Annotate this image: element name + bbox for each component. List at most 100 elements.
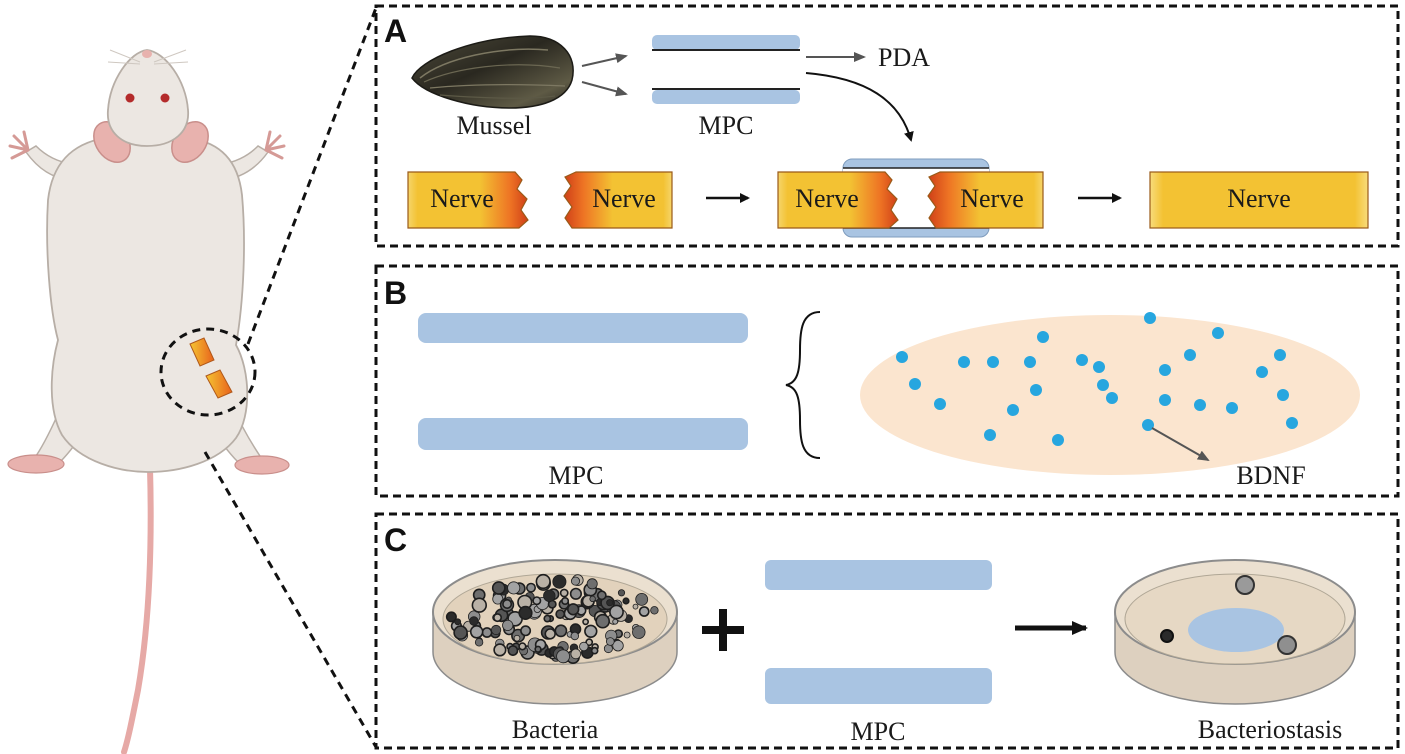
mpc-label-a: MPC [699, 111, 754, 140]
bdnf-particle [1052, 434, 1064, 446]
bacteria-colony [559, 588, 569, 598]
bacteria-colony [491, 581, 506, 595]
bacteria-colony [469, 624, 484, 639]
bacteria-colony [493, 643, 507, 657]
bdnf-particle [1106, 392, 1118, 404]
bacteria-label: Bacteria [512, 715, 599, 744]
bacteria-colony [1160, 629, 1174, 643]
bacteria-colony [474, 638, 484, 647]
bacteria-colony [518, 642, 527, 651]
panel-c: C Bacteria MPC Bacteriostasis [374, 512, 1400, 750]
nerve-label: Nerve [795, 184, 859, 213]
bacteria-colony [596, 590, 607, 601]
bacteria-colony [623, 631, 631, 639]
bacteria-colony [481, 627, 493, 638]
bdnf-particles [896, 312, 1298, 446]
bdnf-particle [1256, 366, 1268, 378]
zoom-circle [159, 327, 257, 417]
bacteria-colony [561, 596, 570, 605]
bacteria-colony [603, 644, 613, 654]
bdnf-pointer-arrow [1151, 427, 1210, 461]
bacteria-colony [617, 589, 626, 597]
bdnf-particle [1159, 394, 1171, 406]
bacteria-colony [532, 596, 542, 606]
rat-body [46, 137, 249, 473]
bacteria-colony [605, 637, 615, 646]
bdnf-particle [1184, 349, 1196, 361]
bacteria-colony [589, 595, 596, 603]
bacteria-colony [579, 641, 589, 652]
bacteria-colony [1277, 635, 1297, 655]
rat-whiskers [107, 49, 189, 65]
bacteria-colony [569, 587, 583, 600]
rat-tail [121, 465, 154, 754]
rat-illustration [7, 49, 290, 754]
mussel-shell [411, 35, 574, 109]
panel-b-letter: B [384, 275, 407, 311]
bdnf-particle [1142, 419, 1154, 431]
rat-left-hand [8, 130, 30, 160]
bdnf-particle [1286, 417, 1298, 429]
mussel-label: Mussel [456, 111, 531, 140]
bacteria-colony [454, 618, 462, 626]
bacteria-colony [570, 648, 582, 660]
bdnf-particle [1159, 364, 1171, 376]
bacteria-colony [609, 604, 624, 620]
mpc-label-c: MPC [851, 717, 906, 746]
bacteria-colony [543, 614, 552, 623]
nerve-regenerated: Nerve [1149, 171, 1369, 229]
bdnf-label: BDNF [1236, 461, 1305, 490]
bacteria-colony [556, 649, 570, 664]
bacteria-colony [513, 634, 521, 642]
zoom-connector-top [246, 7, 378, 345]
bacteria-colony [606, 599, 614, 607]
panel-b: B MPC [374, 264, 1400, 498]
arrow-mussel-to-mpc-lower [581, 81, 628, 97]
zoom-connector-bottom [203, 451, 378, 748]
bdnf-particle [1274, 349, 1286, 361]
panel-a-letter: A [384, 13, 407, 49]
bacteria-colony [518, 605, 533, 621]
rat-nose [142, 50, 152, 58]
bacteria-colony [490, 624, 502, 636]
bacteria-colony [1235, 575, 1255, 595]
bacteria-colony [612, 618, 619, 625]
bacteria-colony [525, 582, 536, 593]
bacteria-colony [632, 603, 639, 610]
bacteria-colony [585, 638, 594, 647]
bacteria-colony [650, 606, 659, 615]
nerve-label: Nerve [960, 184, 1024, 213]
bacteria-colony [595, 613, 611, 629]
bacteria-colony [566, 603, 580, 616]
rat-left-foot [7, 454, 65, 474]
bacteria-colony [635, 593, 649, 606]
mpc-label-b: MPC [549, 461, 604, 490]
panel-b-frame [374, 264, 1400, 498]
bdnf-particle [896, 351, 908, 363]
bacteria-colony [555, 609, 566, 619]
nerve-label: Nerve [592, 184, 656, 213]
bacteria-colony [544, 628, 556, 640]
plus-sign [702, 609, 744, 651]
nerve-cut-distal: Nerve [563, 171, 673, 229]
bacteria-colony [520, 625, 532, 637]
bacteria-colony [632, 625, 646, 639]
bacteria-colony [453, 625, 468, 640]
pda-label: PDA [878, 43, 930, 72]
petri-dish-bacteriostasis [1114, 559, 1356, 705]
bacteria-colony [471, 597, 487, 613]
arrow-mussel-to-mpc-upper [581, 53, 628, 67]
bacteria-colony [492, 613, 502, 623]
bacteria-colony [586, 578, 598, 590]
arrow-to-conduit [805, 72, 914, 142]
bacteriostasis-label: Bacteriostasis [1198, 715, 1342, 744]
mpc-conduit-c [765, 560, 992, 704]
bdnf-particle [987, 356, 999, 368]
rat-right-hand [264, 130, 286, 160]
implanted-conduit [189, 337, 233, 399]
bacteria-colony [582, 618, 589, 626]
bdnf-particle [1076, 354, 1088, 366]
bdnf-particle [1226, 402, 1238, 414]
rat-right-eye [160, 93, 170, 103]
